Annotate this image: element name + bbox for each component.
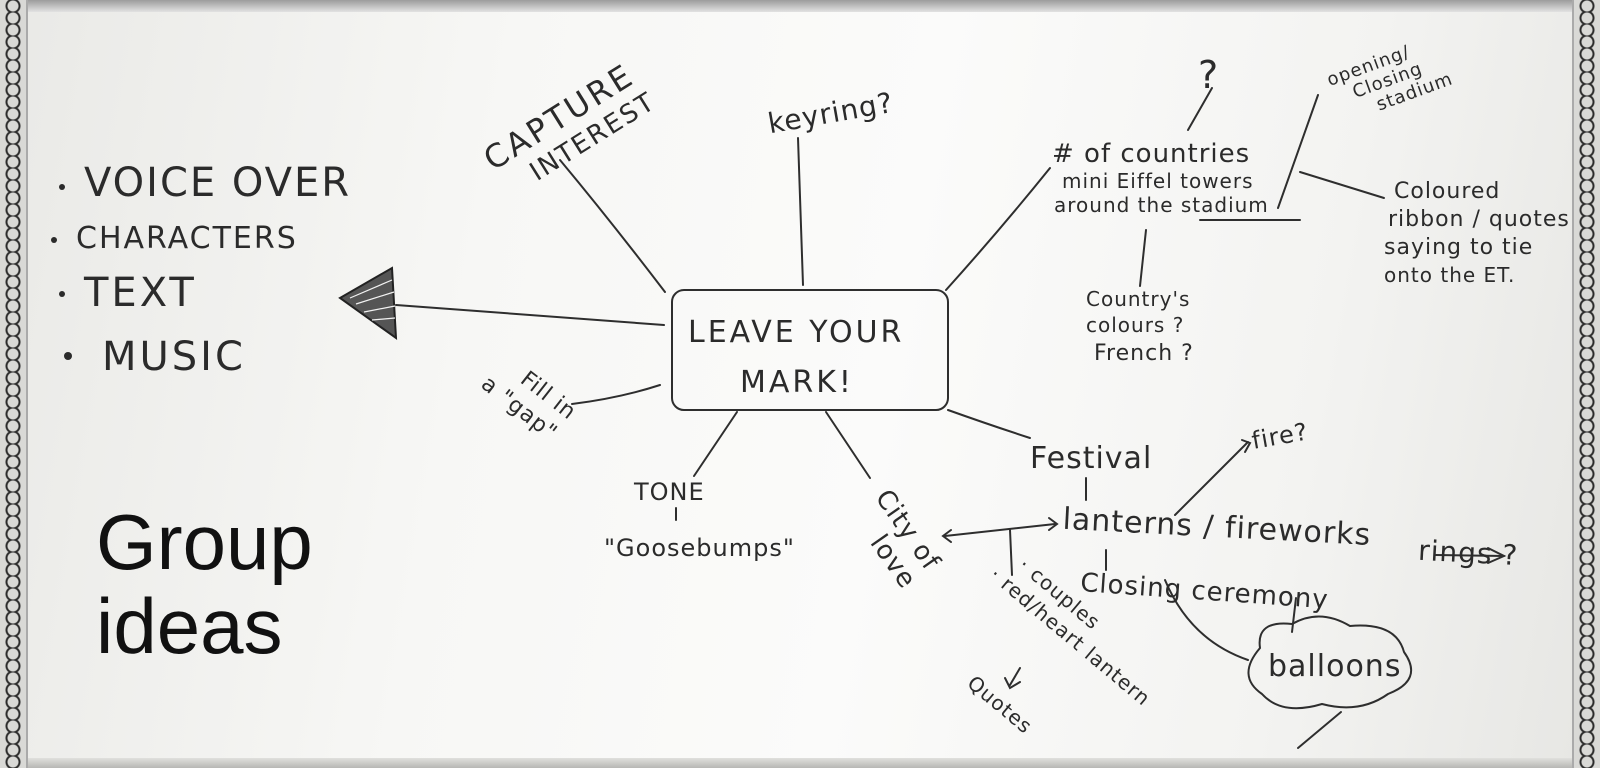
whiteboard-top-frame (0, 0, 1600, 12)
connector-lines (395, 87, 1507, 749)
branch-quotes: Quotes (963, 671, 1038, 739)
bullet-icon (64, 352, 72, 360)
branch-countries-line3: around the stadium (1054, 193, 1269, 217)
branch-closing-ceremony: Closing ceremony (1079, 568, 1329, 615)
branch-colours-line1: Country's (1086, 287, 1190, 311)
list-item-music: MUSIC (102, 334, 246, 380)
branch-colours-line2: colours ? (1086, 313, 1184, 337)
branch-countries-line2: mini Eiffel towers (1062, 169, 1254, 193)
branch-tone: TONE (633, 478, 705, 506)
branch-ribbon-line2: ribbon / quotes (1388, 207, 1570, 232)
spiral-binding-left (0, 0, 28, 768)
list-item-voice-over: VOICE OVER (84, 160, 351, 206)
branch-lanterns: lanterns / fireworks (1062, 502, 1372, 553)
branch-balloons: balloons (1268, 649, 1401, 684)
left-list: VOICE OVER CHARACTERS TEXT MUSIC (51, 160, 351, 380)
branch-colours-line3: French ? (1094, 341, 1194, 366)
branch-festival: Festival (1030, 441, 1152, 476)
question-mark: ? (1198, 53, 1219, 97)
spiral-binding-right (1572, 0, 1600, 768)
bullet-icon (59, 291, 65, 297)
branch-rings: rings ? (1417, 534, 1519, 572)
bullet-icon (51, 237, 57, 243)
center-line1: LEAVE YOUR (688, 315, 904, 350)
list-item-text: TEXT (83, 270, 197, 316)
whiteboard-bottom-frame (0, 758, 1600, 768)
overlay-title-line1: Group (96, 498, 313, 586)
bullet-icon (59, 184, 65, 190)
branch-countries-line1: # of countries (1052, 139, 1250, 169)
center-box (671, 289, 949, 411)
overlay-title-line2: ideas (96, 582, 283, 670)
branch-ribbon-line3: saying to tie (1384, 235, 1533, 260)
list-item-characters: CHARACTERS (76, 221, 298, 256)
overlay-title: Group ideas (96, 500, 436, 668)
center-line2: MARK! (740, 365, 854, 400)
arrowhead-icon (338, 266, 398, 341)
branch-ribbon-line1: Coloured (1394, 179, 1500, 204)
balloons-cloud (1247, 615, 1413, 710)
branch-goosebumps: "Goosebumps" (604, 534, 795, 562)
branch-ribbon-line4: onto the ET. (1384, 263, 1515, 287)
branch-fire: fire? (1249, 417, 1310, 454)
branch-keyring: keyring? (765, 86, 895, 140)
